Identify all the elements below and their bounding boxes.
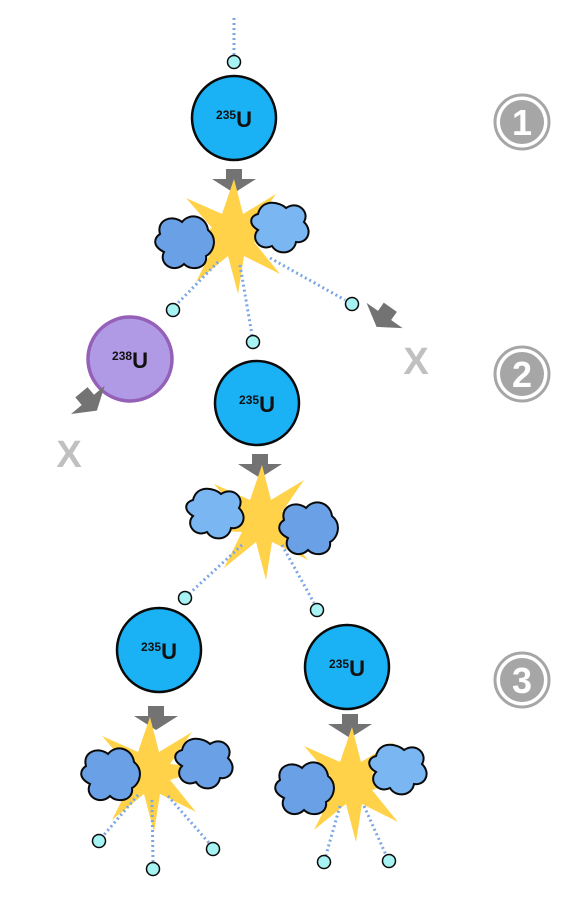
nucleus-u235-4: 235U — [303, 623, 391, 711]
neutron-path — [324, 805, 342, 856]
neutron-icon — [165, 302, 181, 318]
neutron-icon — [245, 334, 261, 350]
neutron-emission-3 — [91, 794, 221, 877]
svg-text:235U: 235U — [239, 392, 275, 417]
neutron-icon — [145, 861, 161, 877]
step-badge-1: 1 — [493, 93, 551, 151]
svg-text:235U: 235U — [329, 656, 365, 681]
svg-text:1: 1 — [512, 102, 532, 143]
neutron-icon — [316, 854, 332, 870]
fission-fragment-icon — [174, 737, 234, 790]
step-badge-2: 2 — [493, 345, 551, 403]
neutron-lost-marker: X — [56, 434, 82, 476]
fission-fragment-icon — [80, 747, 141, 802]
neutron-path — [238, 264, 254, 336]
nucleus-u235-1: 235U — [190, 74, 278, 162]
fission-event-1 — [154, 179, 310, 294]
svg-text:2: 2 — [512, 354, 532, 395]
neutron-emission-1 — [165, 256, 360, 350]
neutron-path — [362, 805, 388, 856]
fission-fragment-icon — [278, 501, 339, 556]
fission-event-2 — [185, 465, 339, 580]
nucleus-u235-3: 235U — [115, 606, 203, 694]
nucleus-u235-2: 235U — [213, 359, 301, 447]
neutron-path — [269, 256, 346, 302]
neutron-path — [101, 794, 140, 837]
neutron-lost-marker: X — [403, 341, 429, 383]
neutron-icon — [205, 841, 221, 857]
svg-text:235U: 235U — [216, 107, 252, 132]
svg-text:238U: 238U — [112, 348, 148, 373]
neutron-icon — [177, 590, 193, 606]
neutron-emission-2 — [177, 543, 325, 618]
fission-event-4 — [274, 727, 428, 842]
fission-event-3 — [80, 717, 234, 832]
neutron-icon — [91, 833, 107, 849]
fission-fragment-icon — [274, 761, 335, 816]
neutron-icon — [344, 296, 360, 312]
down-arrow-icon — [134, 706, 178, 730]
fission-fragment-icon — [250, 201, 310, 254]
neutron-path — [188, 543, 244, 595]
fission-fragment-icon — [154, 215, 215, 270]
neutron-emission-4 — [316, 805, 397, 870]
neutron-icon — [381, 853, 397, 869]
step-badge-3: 3 — [493, 651, 551, 709]
neutron-incoming — [226, 18, 242, 70]
neutron-path — [150, 799, 155, 863]
neutron-path — [280, 544, 316, 604]
neutron-path — [166, 795, 211, 844]
svg-text:235U: 235U — [141, 639, 177, 664]
lost-arrow-icon — [358, 294, 409, 340]
neutron-path — [174, 260, 220, 307]
neutron-icon — [226, 54, 242, 70]
neutron-icon — [309, 602, 325, 618]
svg-text:3: 3 — [512, 660, 532, 701]
fission-fragment-icon — [368, 743, 428, 796]
nucleus-u238: 238U — [86, 315, 174, 403]
